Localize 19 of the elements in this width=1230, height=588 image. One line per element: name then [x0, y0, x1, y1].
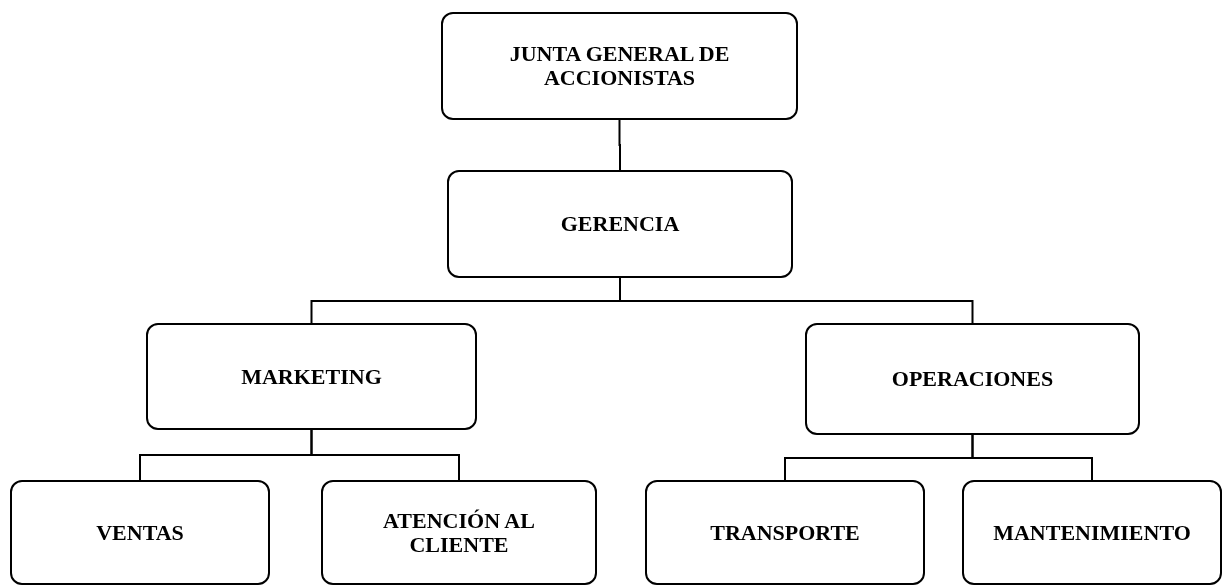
org-box: [962, 480, 1222, 585]
org-box: [146, 323, 477, 430]
org-box: [645, 480, 925, 585]
connector-line: [618, 119, 621, 171]
box-label: GERENCIA: [560, 212, 680, 236]
box-label: VENTAS: [96, 520, 184, 545]
org-box: [10, 480, 270, 585]
box-label: MARKETING: [241, 364, 382, 389]
org-box: [805, 323, 1140, 435]
box-label: OPERACIONES: [891, 367, 1054, 391]
org-box: [321, 480, 597, 585]
box-label: TRANSPORTE: [710, 520, 860, 545]
box-label: MANTENIMIENTO: [993, 520, 1191, 545]
connector-line: [971, 434, 1093, 481]
box-label: JUNTA GENERAL DE ACCIONISTAS: [508, 42, 731, 90]
org-box: [447, 170, 793, 278]
connector-line: [310, 429, 460, 481]
box-label: ATENCIÓN AL CLIENTE: [382, 508, 536, 557]
org-box: [441, 12, 798, 120]
